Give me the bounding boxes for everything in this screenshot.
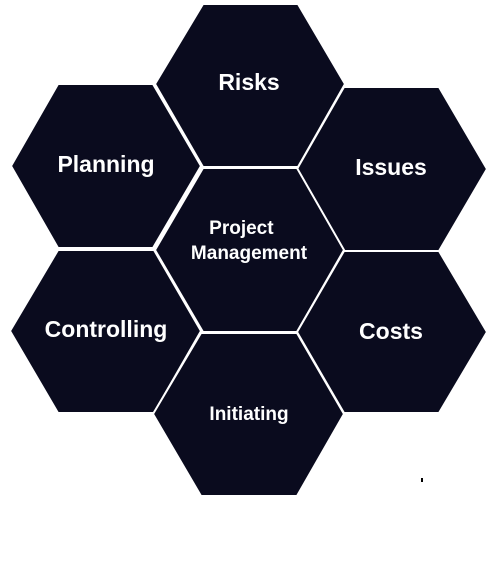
- hex-project-management-line-2: Management: [191, 243, 308, 264]
- hex-initiating-shape: [151, 332, 346, 497]
- hex-costs-label: Costs: [359, 318, 423, 344]
- hex-costs: Costs: [295, 250, 489, 414]
- hex-controlling-shape: [8, 249, 203, 414]
- hex-planning-shape: [9, 83, 203, 249]
- hex-project-management-line-1: Project: [209, 218, 274, 239]
- hex-controlling-label: Controlling: [45, 316, 168, 342]
- hex-issues-label: Issues: [355, 154, 427, 180]
- hex-planning-label: Planning: [57, 151, 154, 177]
- speck-dot: [421, 478, 423, 482]
- hex-planning: Planning: [9, 83, 203, 249]
- hex-project-management-label: Project Management: [191, 218, 308, 264]
- hex-project-management: Project Management: [153, 167, 346, 333]
- hex-controlling: Controlling: [8, 249, 203, 414]
- hex-risks-label: Risks: [218, 69, 279, 95]
- hex-risks: Risks: [153, 3, 347, 168]
- hex-initiating: Initiating: [151, 332, 346, 497]
- hex-initiating-label: Initiating: [209, 404, 288, 425]
